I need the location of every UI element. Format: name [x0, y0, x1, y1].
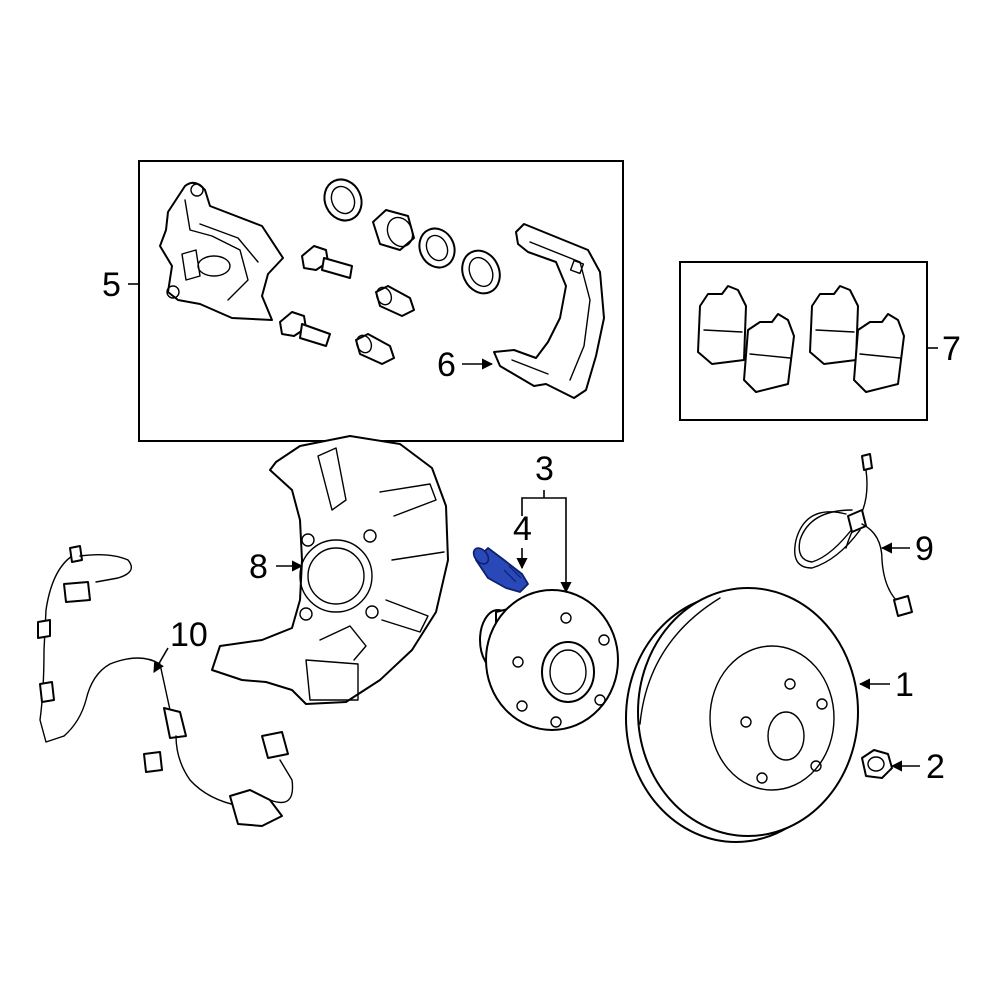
- callout-8: 8: [249, 548, 268, 586]
- guide-pin-lower[interactable]: [354, 333, 395, 365]
- callout-2: 2: [926, 748, 945, 786]
- callout-9: 9: [915, 530, 934, 568]
- guide-bolt-lower[interactable]: [279, 311, 331, 347]
- callout-1: 1: [895, 666, 914, 704]
- caliper-body[interactable]: [159, 181, 284, 321]
- callout-3: 3: [535, 450, 554, 488]
- callout-5: 5: [102, 266, 121, 304]
- wheel-stud[interactable]: [471, 545, 529, 593]
- callout-10: 10: [170, 616, 208, 654]
- guide-pin-upper[interactable]: [374, 285, 415, 317]
- brake-pad-1[interactable]: [697, 285, 747, 365]
- brake-pad-4[interactable]: [853, 313, 905, 393]
- piston-seal-2[interactable]: [413, 223, 461, 274]
- brake-pad-2[interactable]: [743, 313, 795, 393]
- lug-nut[interactable]: [861, 749, 893, 779]
- abs-sensor-harness[interactable]: [37, 545, 294, 827]
- callout-6: 6: [437, 346, 456, 384]
- brake-rotor[interactable]: [625, 587, 859, 843]
- guide-bolt-upper[interactable]: [301, 245, 353, 279]
- piston[interactable]: [372, 209, 417, 251]
- wheel-hub[interactable]: [479, 589, 619, 731]
- callout-4: 4: [513, 510, 532, 548]
- piston-seal-1[interactable]: [318, 173, 368, 226]
- dust-shield[interactable]: [211, 435, 449, 705]
- callout-7: 7: [942, 330, 961, 368]
- brake-wear-sensor[interactable]: [794, 453, 913, 617]
- brake-pad-box: [679, 261, 928, 421]
- caliper-bracket[interactable]: [493, 223, 605, 399]
- brake-pad-3[interactable]: [809, 285, 859, 365]
- piston-boot[interactable]: [455, 244, 506, 299]
